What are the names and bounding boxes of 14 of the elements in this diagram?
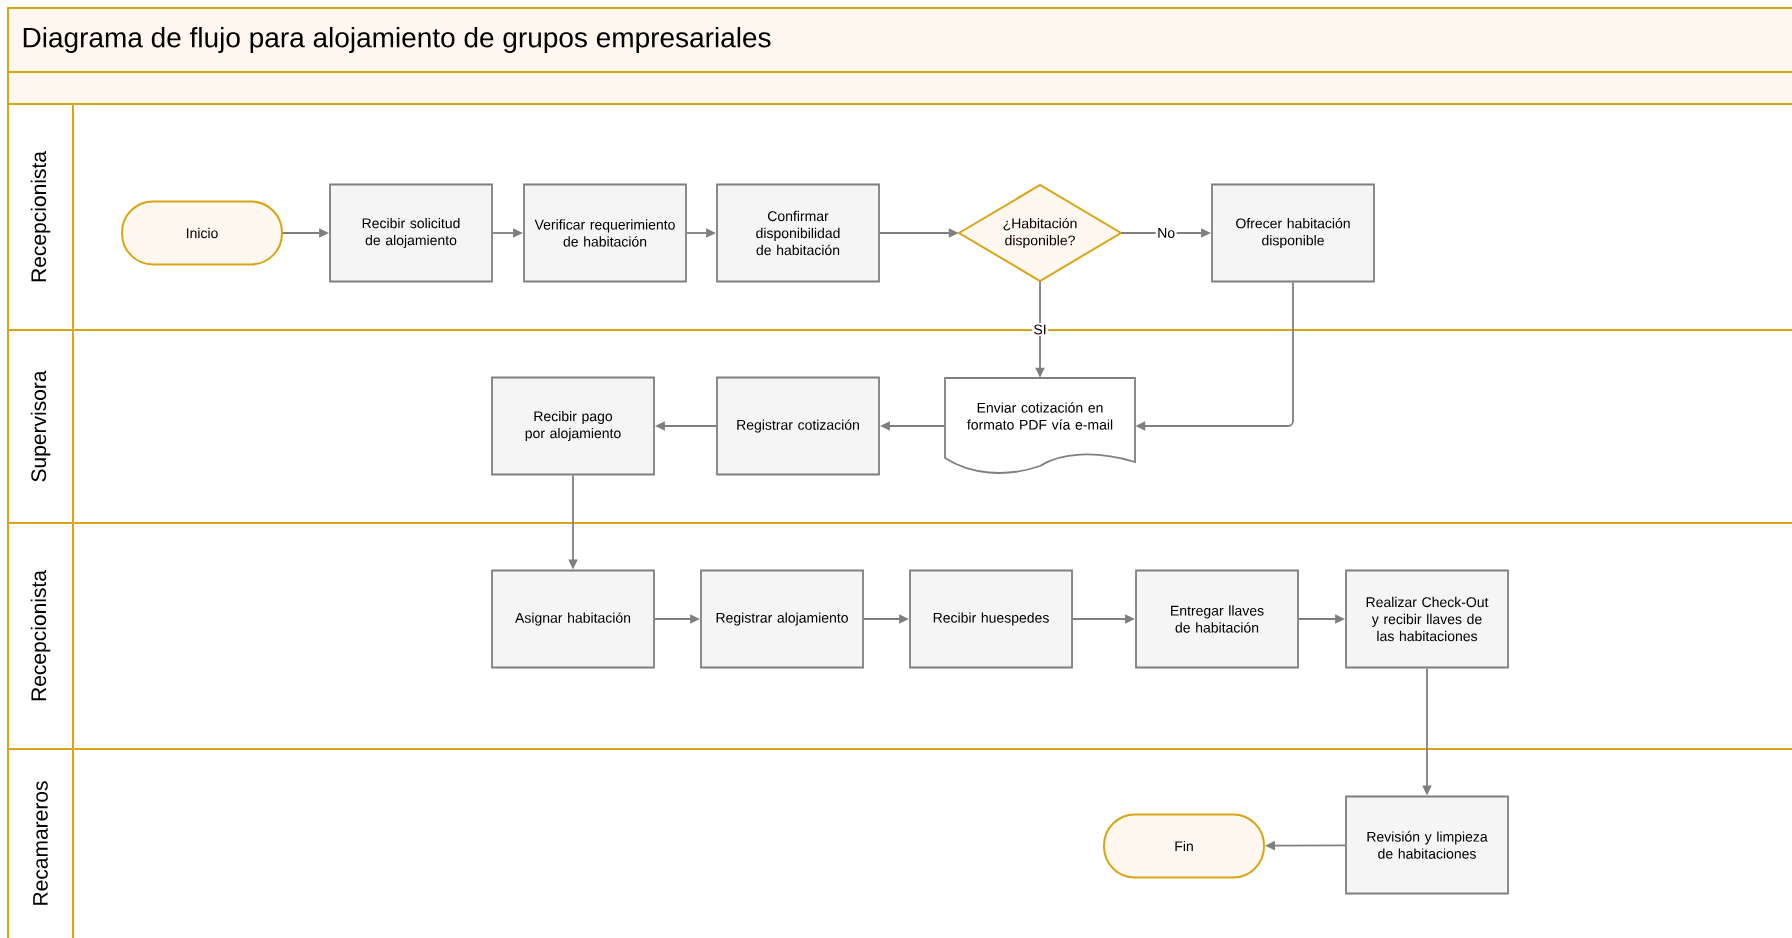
process-box: Realizar Check-Out y recibir llaves de las habitaciones — [1345, 569, 1509, 669]
process-box: Asignar habitación — [491, 569, 655, 669]
process-box: Registrar cotización — [716, 376, 880, 476]
process-box: Ofrecer habitación disponible — [1211, 183, 1375, 283]
process-box: Verificar requerimiento de habitación — [523, 183, 687, 283]
process-box: Entregar llaves de habitación — [1135, 569, 1299, 669]
process-box: Recibir solicitud de alojamiento — [329, 183, 493, 283]
terminator: Inicio — [121, 200, 283, 266]
process-box: Revisión y limpieza de habitaciones — [1345, 795, 1509, 895]
process-box: Confirmar disponibilidad de habitación — [716, 183, 880, 283]
process-box: Registrar alojamiento — [700, 569, 864, 669]
terminator: Fin — [1103, 813, 1265, 879]
process-box: Recibir pago por alojamiento — [491, 376, 655, 476]
process-box: Recibir huespedes — [909, 569, 1073, 669]
